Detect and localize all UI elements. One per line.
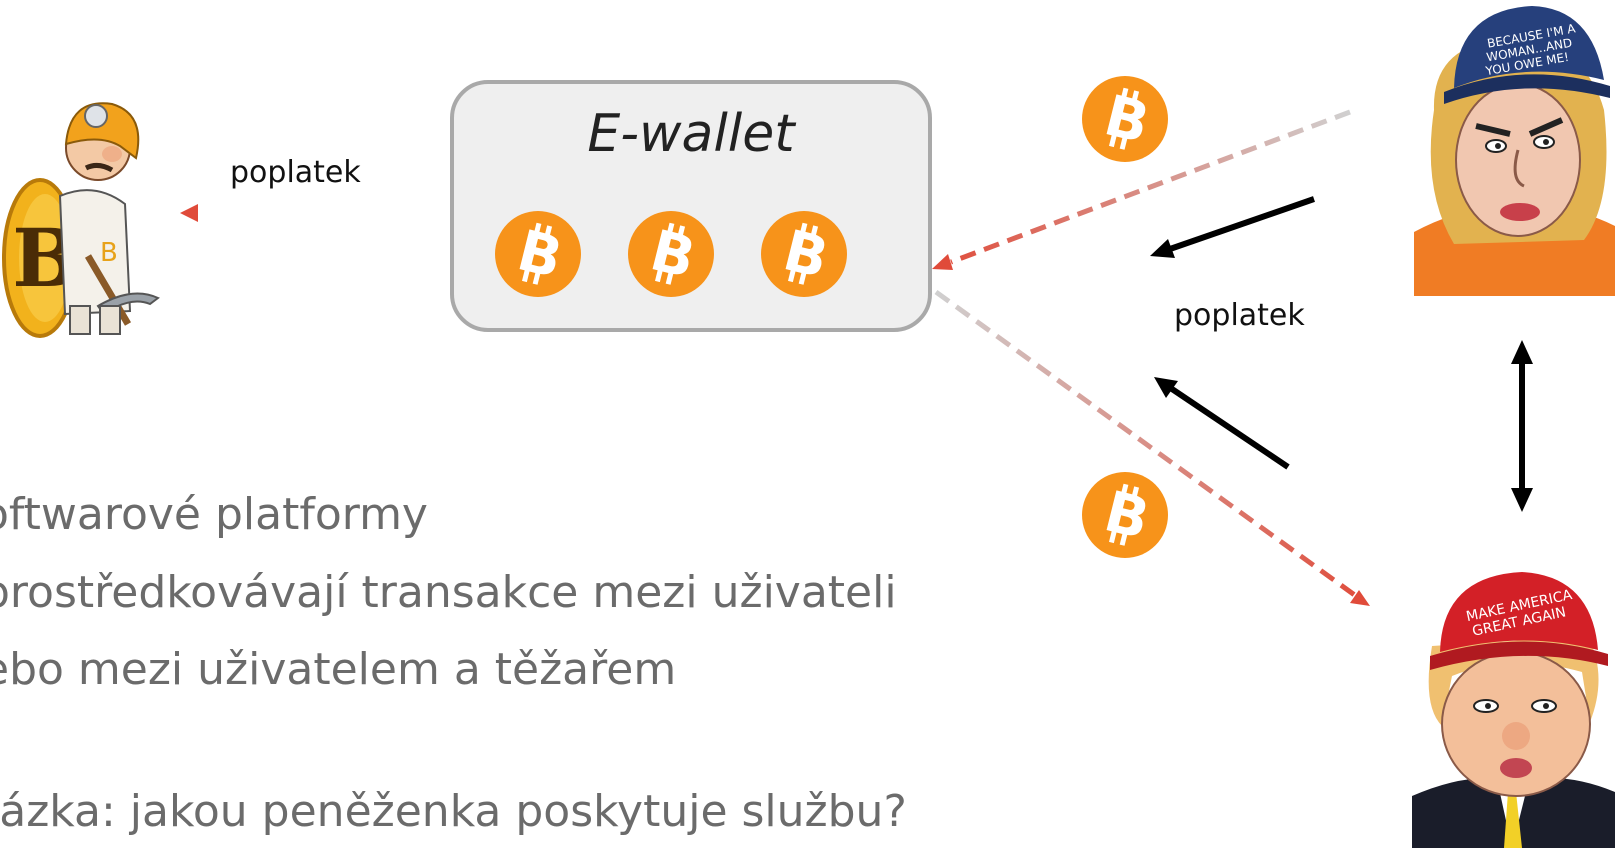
payment-arrow-to-wallet-head — [932, 254, 953, 270]
bitcoin-coin-icon: B — [761, 211, 847, 297]
text-line-miner: ebo mezi uživatelem a těžařem — [0, 644, 677, 695]
fee-label-miner: poplatek — [230, 155, 361, 190]
fee-arrow-lower — [1170, 386, 1290, 470]
fee-arrow-upper-head — [1150, 239, 1175, 258]
e-wallet-title: E-wallet — [587, 104, 795, 164]
bitcoin-coin-icon: B — [1082, 76, 1168, 162]
double-arrow-top-head — [1511, 340, 1533, 364]
payment-arrow-to-recipient — [934, 289, 1358, 599]
fee-arrow-to-miner-head — [180, 204, 198, 222]
fee-arrow-lower-head — [1154, 377, 1178, 398]
fee-label-users: poplatek — [1174, 298, 1305, 333]
caricature-man: MAKE AMERICA GREAT AGAIN — [1412, 572, 1615, 848]
text-line-transactions: prostředkovávají transakce mezi uživatel… — [0, 567, 897, 618]
caricature-woman: BECAUSE I'M A WOMAN...AND YOU OWE ME! — [1414, 6, 1615, 296]
double-arrow-bottom-head — [1511, 488, 1533, 512]
payment-arrow-to-wallet — [950, 109, 1351, 265]
text-line-question: tázka: jakou peněženka poskytuje službu? — [0, 786, 907, 837]
bitcoin-coin-icon: B — [1082, 472, 1168, 558]
payment-arrow-to-recipient-head — [1350, 590, 1370, 606]
bitcoin-coin-icon: B — [495, 211, 581, 297]
svg-text:B: B — [100, 238, 118, 268]
text-line-platforms: oftwarové platformy — [0, 489, 428, 540]
fee-arrow-upper — [1169, 196, 1315, 252]
bitcoin-coin-icon: B — [628, 211, 714, 297]
miner-cartoon: B B — [2, 102, 160, 338]
